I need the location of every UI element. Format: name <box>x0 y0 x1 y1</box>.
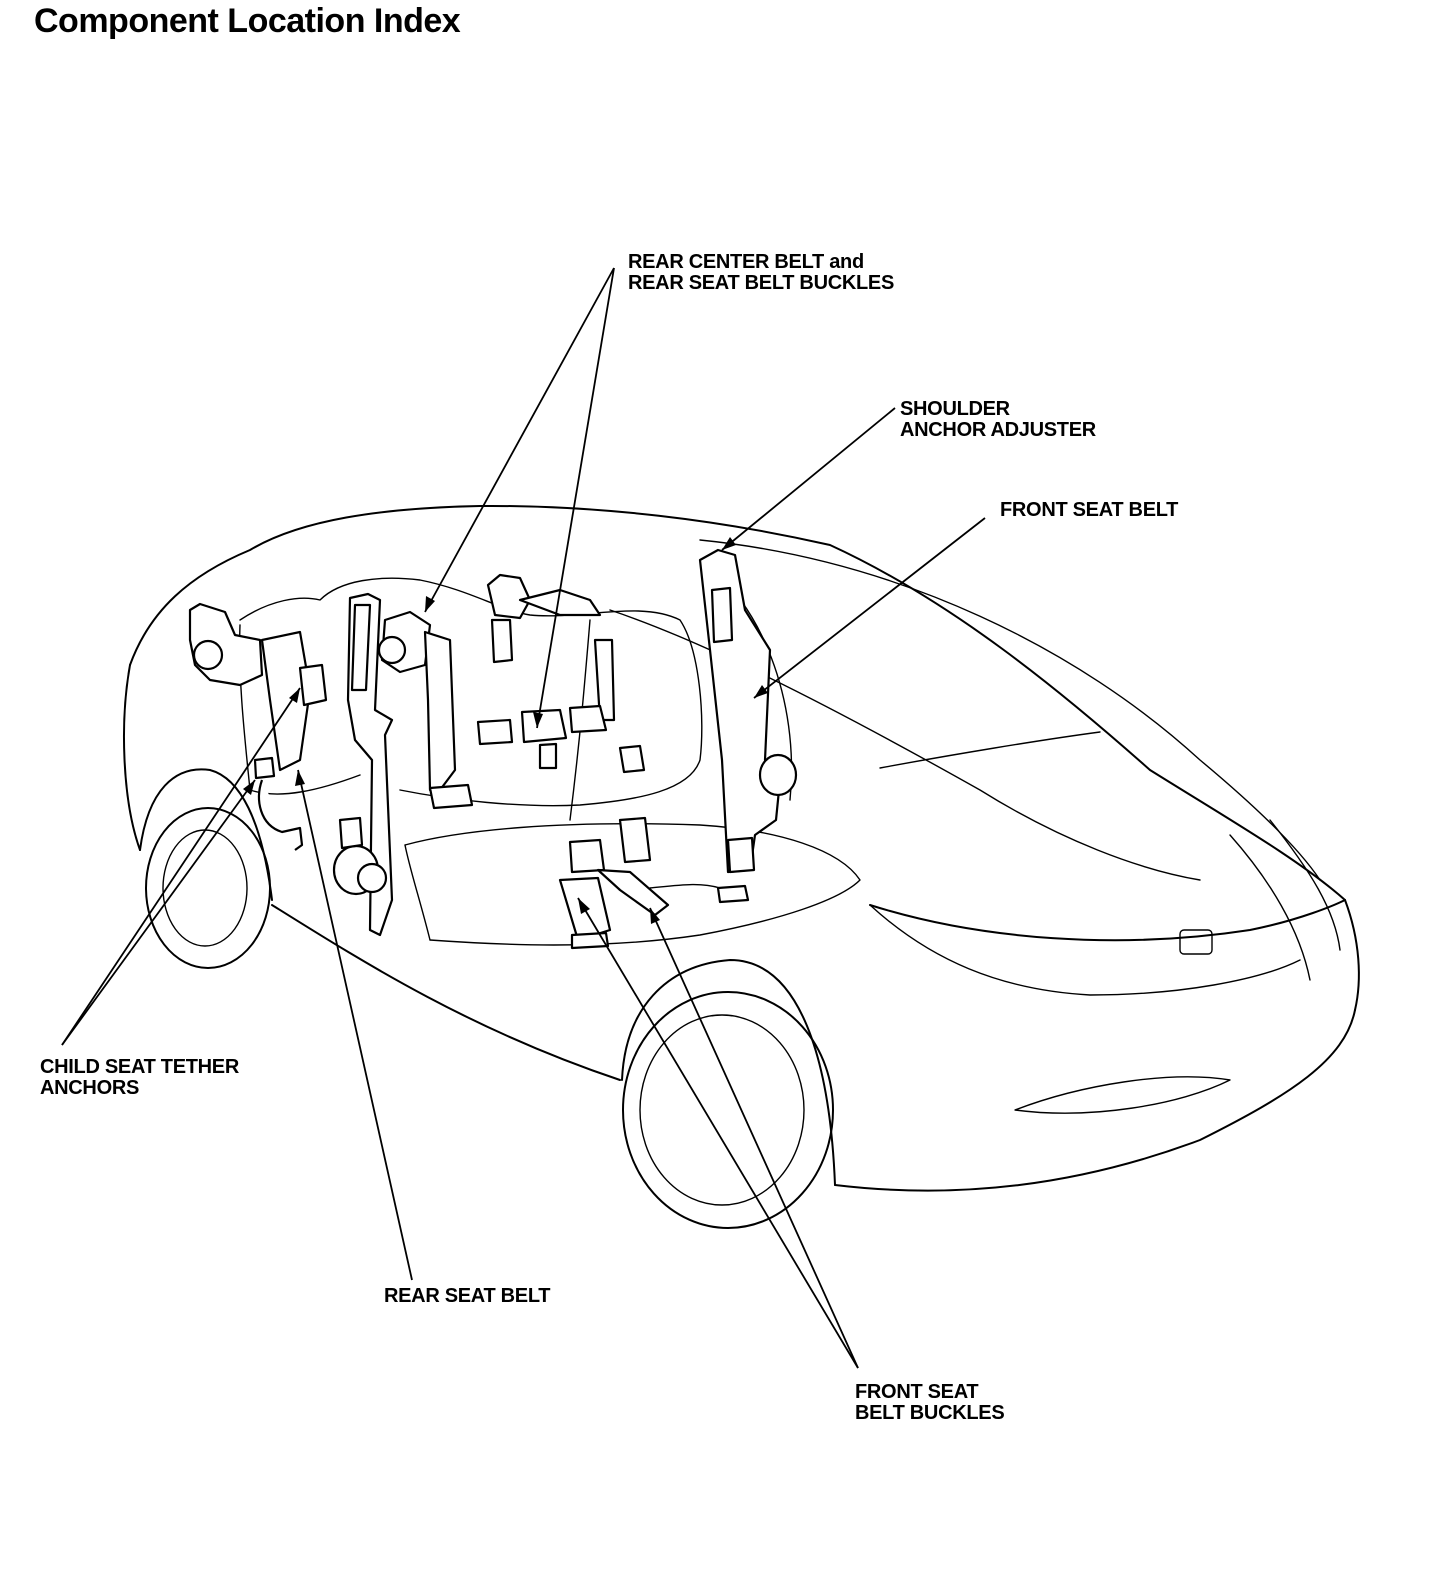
callout-shoulder-anchor-adjuster: SHOULDER ANCHOR ADJUSTER <box>900 399 1096 441</box>
callout-rear-center-belt: REAR CENTER BELT and REAR SEAT BELT BUCK… <box>628 252 894 294</box>
page-title: Component Location Index <box>34 2 461 40</box>
callout-line: CHILD SEAT TETHER <box>40 1056 239 1078</box>
callout-line: FRONT SEAT BELT <box>1000 499 1179 521</box>
callout-line: SHOULDER <box>900 398 1010 420</box>
callout-child-seat-tether-anchors: CHILD SEAT TETHER ANCHORS <box>40 1057 239 1099</box>
callout-rear-seat-belt: REAR SEAT BELT <box>384 1286 550 1307</box>
callout-line: REAR CENTER BELT and <box>628 251 864 273</box>
car-body-outline <box>123 504 1360 1229</box>
callout-line: BELT BUCKLES <box>855 1402 1005 1424</box>
seat-belt-components <box>188 548 798 950</box>
callout-line: ANCHOR ADJUSTER <box>900 419 1096 441</box>
callout-line: REAR SEAT BELT BUCKLES <box>628 272 894 294</box>
callout-line: ANCHORS <box>40 1077 140 1099</box>
callout-line: REAR SEAT BELT <box>384 1285 551 1307</box>
callout-front-seat-belt: FRONT SEAT BELT <box>1000 500 1178 521</box>
callout-line: FRONT SEAT <box>855 1381 979 1403</box>
callout-front-seat-belt-buckles: FRONT SEAT BELT BUCKLES <box>855 1381 1005 1424</box>
leader-lines <box>61 267 986 1369</box>
